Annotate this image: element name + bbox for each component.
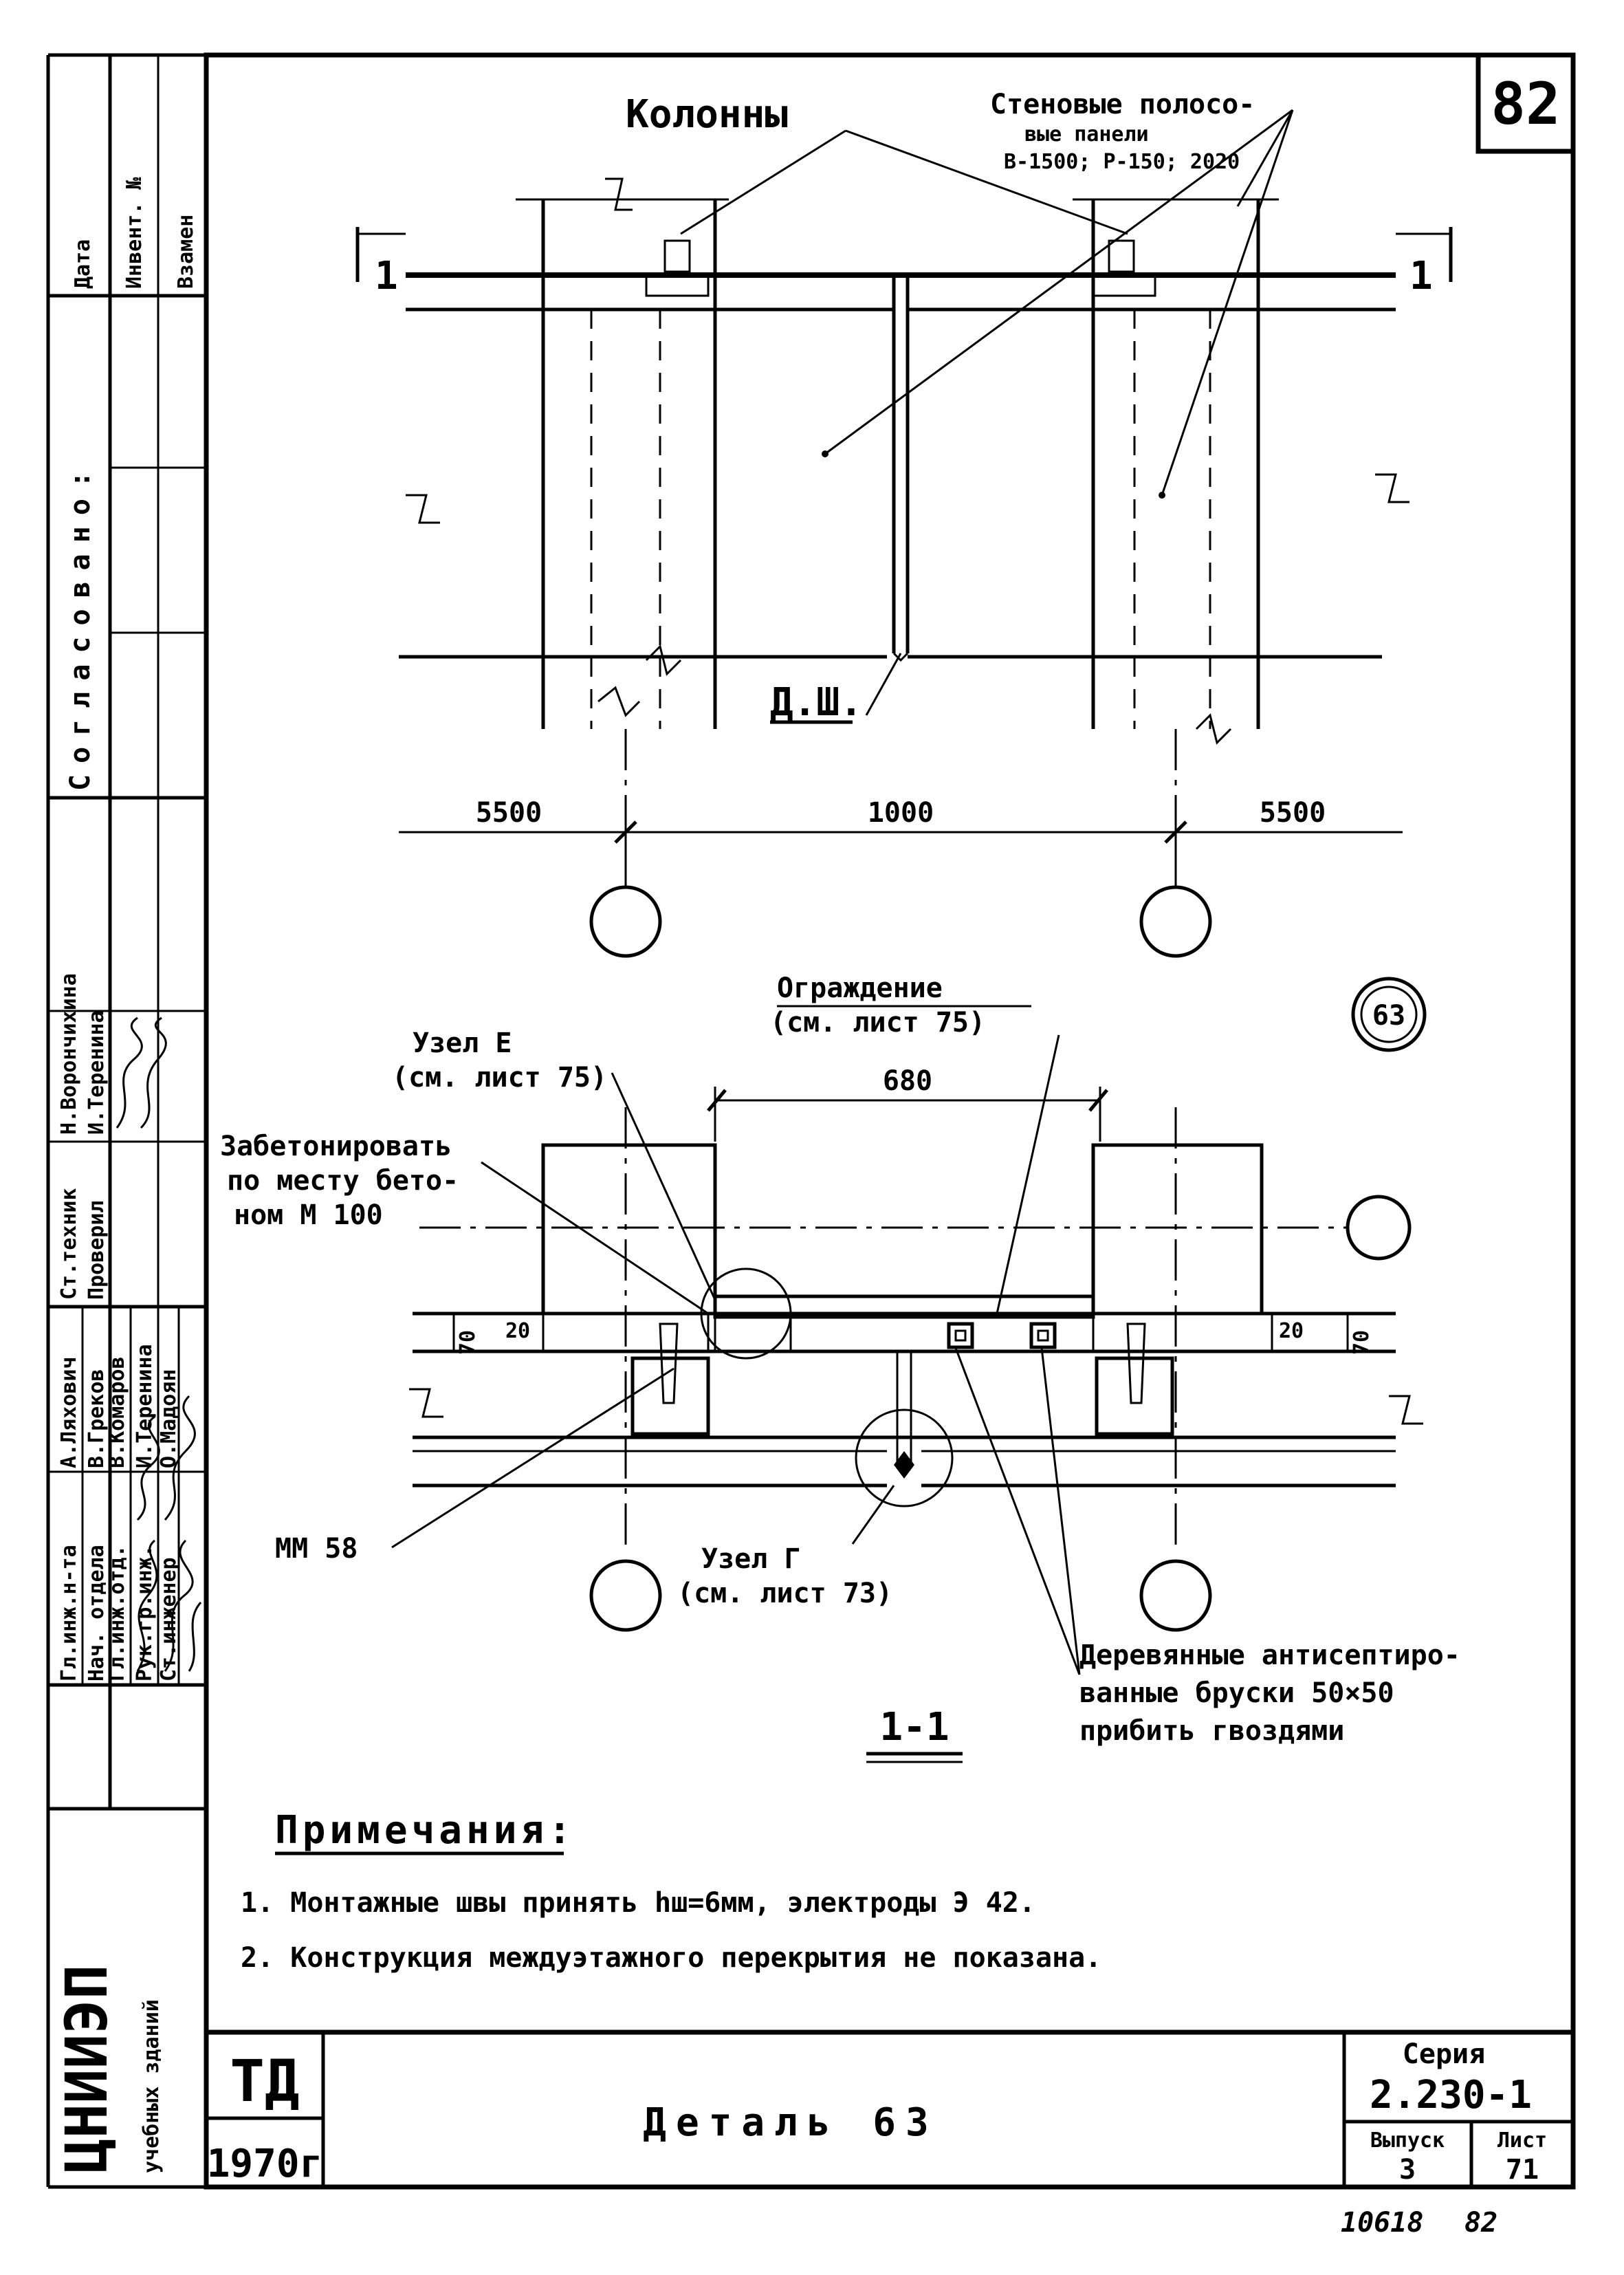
node-circle-g: [855, 1408, 954, 1507]
dim-20-right: 20: [1279, 1319, 1304, 1343]
note-1: 1. Монтажные швы принять hш=6мм, электро…: [241, 1887, 1035, 1919]
label-node-g-1: Узел Г: [701, 1543, 801, 1575]
role-2: Гл.инж.отд.: [105, 1545, 129, 1681]
label-concrete-1: Забетонировать: [220, 1131, 452, 1162]
name-4: О.Мадоян: [157, 1369, 181, 1469]
left-strip: Дата Инвент. № Взамен Согласовано: Гл.ин…: [48, 55, 206, 2173]
role-1: Нач. отдела: [85, 1545, 109, 1681]
section-view: Ограждение (см. лист 75) 680 Узел Е (см.…: [220, 972, 1460, 1763]
name-2: В.Комаров: [105, 1356, 129, 1468]
dim-70-right: 70: [1350, 1330, 1374, 1355]
page-number: 82: [1464, 2207, 1497, 2239]
title-block: ТД 1970г Деталь 63 Серия 2.230-1 Выпуск …: [206, 2029, 1573, 2187]
axis-bubble-left-top: [589, 885, 662, 958]
wood-bar-1: [947, 1322, 974, 1349]
series-label: Серия: [1403, 2038, 1485, 2070]
label-wall-panels-3: В-1500; Р-150; 2020: [1004, 150, 1240, 174]
label-wood-3: прибить гвоздями: [1079, 1715, 1344, 1747]
role-0: Гл.инж.н-та: [57, 1545, 81, 1681]
label-wood-1: Деревянные антисептиро-: [1079, 1640, 1460, 1671]
issue-value: 3: [1399, 2154, 1416, 2186]
name-0: А.Ляхович: [57, 1356, 81, 1468]
section-mark-left: 1: [375, 254, 398, 298]
label-concrete-3: ном М 100: [234, 1199, 383, 1231]
role-4: Ст.инженер: [157, 1557, 181, 1681]
detail-marker-label: 63: [1372, 1000, 1405, 1032]
strip-invent: Инвент. №: [122, 177, 146, 289]
sheet-number: 82: [1491, 70, 1560, 138]
embed-plate-right: [1095, 1356, 1174, 1436]
role-3: Рук.гр.инж.: [133, 1545, 157, 1681]
column-left: [541, 1143, 717, 1316]
frame: [46, 52, 1576, 2190]
sheet-label: Лист: [1497, 2129, 1547, 2153]
sheet-value: 71: [1506, 2154, 1539, 2186]
label-node-e-2: (см. лист 75): [392, 1062, 607, 1093]
column-right: [1091, 1143, 1264, 1316]
label-fence-1: Ограждение: [777, 972, 943, 1004]
axis-bubble-right-bottom: [1139, 1559, 1212, 1632]
name-3: И.Теренина: [133, 1344, 157, 1468]
note-2: 2. Конструкция междуэтажного перекрытия …: [241, 1942, 1101, 1974]
notes-heading: Примечания:: [275, 1808, 575, 1853]
concrete-infill-right: [1092, 1312, 1273, 1353]
dim-left: 5500: [476, 797, 542, 829]
label-node-e-1: Узел Е: [413, 1027, 512, 1059]
sheet-number-box: 82: [1475, 52, 1576, 154]
role-5: Ст.техник: [57, 1188, 81, 1300]
dim-fence: 680: [883, 1065, 932, 1097]
axis-bubble-right-top: [1139, 885, 1212, 958]
fence-panel: [713, 1294, 1095, 1319]
strip-date: Дата: [71, 239, 95, 289]
notes: Примечания: 1. Монтажные швы принять hш=…: [241, 1808, 1101, 1974]
name-1: В.Греков: [85, 1369, 109, 1469]
node-circle-e: [700, 1267, 792, 1360]
label-node-g-2: (см. лист 73): [677, 1578, 892, 1609]
dim-70-left: 70: [456, 1330, 480, 1355]
role-6: Проверил: [85, 1201, 109, 1300]
label-mm58: ММ 58: [275, 1533, 358, 1565]
sealant-block: [707, 1312, 792, 1353]
detail-marker: 63: [1351, 977, 1427, 1052]
name-5: Н.Ворончихина: [57, 973, 81, 1135]
label-fence-2: (см. лист 75): [770, 1007, 985, 1038]
org-name: ЦНИИЭП: [53, 1965, 120, 2173]
dim-20-left: 20: [505, 1319, 530, 1343]
label-concrete-2: по месту бето-: [227, 1165, 459, 1197]
concrete-infill-left: [542, 1312, 716, 1353]
label-wall-panels-1: Стеновые полосо-: [990, 89, 1255, 120]
org-subtitle: учебных зданий: [140, 1999, 164, 2173]
wood-bar-2: [1029, 1322, 1057, 1349]
strip-agreed: Согласовано:: [65, 460, 96, 791]
series-value: 2.230-1: [1370, 2073, 1532, 2118]
section-mark-right: 1: [1409, 254, 1433, 298]
td-mark: ТД: [230, 2047, 299, 2115]
drawing-title: Деталь 63: [643, 2100, 938, 2145]
td-year: 1970г: [207, 2142, 323, 2186]
signature-marks: [116, 1016, 202, 1672]
axis-bubble-side: [1346, 1195, 1412, 1261]
name-6: И.Теренина: [85, 1010, 109, 1135]
label-seam: Д.Ш.: [770, 680, 863, 725]
label-wall-panels-2: вые панели: [1024, 122, 1149, 146]
archive-number: 10618: [1341, 2207, 1423, 2239]
axis-bubble-left-bottom: [589, 1559, 662, 1632]
embed-plate-left: [630, 1356, 710, 1436]
label-wood-2: ванные бруски 50×50: [1079, 1677, 1394, 1709]
section-title: 1-1: [879, 1705, 949, 1750]
label-columns: Колонны: [626, 92, 788, 137]
strip-vzamen: Взамен: [174, 215, 198, 289]
vertical-seam: [896, 1350, 912, 1463]
dim-mid: 1000: [868, 797, 934, 829]
issue-label: Выпуск: [1370, 2129, 1445, 2153]
plan-view: 1 1 Колонны Стеновые полосо- вые панели …: [355, 89, 1453, 958]
dim-right: 5500: [1260, 797, 1326, 829]
